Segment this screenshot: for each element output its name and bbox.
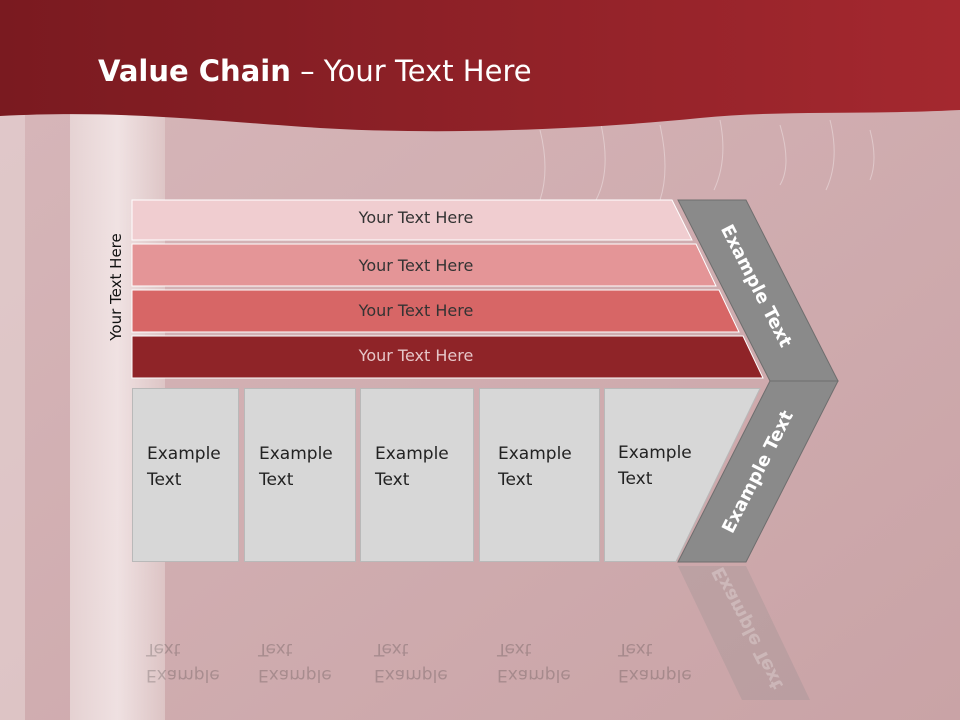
chevron-reflection — [678, 566, 810, 700]
row-label-2: Your Text Here — [358, 256, 474, 275]
example-box-label: Example Text — [147, 444, 221, 490]
example-box-reflection: Example Text — [132, 566, 239, 696]
chandelier-decoration — [539, 119, 875, 201]
example-box-1: Example Text — [132, 388, 239, 562]
example-box-label: Example Text — [259, 444, 333, 490]
reflection-text: Example Text — [258, 639, 332, 685]
row-bar-3 — [131, 289, 740, 333]
row-bar-4 — [131, 335, 764, 379]
row-bar-2 — [131, 243, 717, 287]
page-title: Value Chain – Your Text Here — [98, 54, 532, 88]
example-box-reflection: Example Text — [479, 566, 600, 696]
row-label-4: Your Text Here — [358, 346, 474, 365]
title-rest: – Your Text Here — [290, 54, 532, 88]
example-box-reflection: Example Text — [604, 566, 724, 696]
reflection-text: Example Text — [146, 639, 220, 685]
row-label-3: Your Text Here — [358, 301, 474, 320]
example-box-label: Example Text — [375, 444, 449, 490]
example-box-reflection: Example Text — [360, 566, 474, 696]
example-box-label: Example Text — [618, 443, 692, 489]
example-box-3: Example Text — [360, 388, 474, 562]
row-bar-1 — [131, 199, 693, 241]
reflection-text: Example Text — [497, 639, 571, 685]
example-box-reflection: Example Text — [244, 566, 356, 696]
example-box-5: Example Text — [604, 388, 724, 562]
example-box-4: Example Text — [479, 388, 600, 562]
reflection-text: Example Text — [618, 639, 692, 685]
row-label-1: Your Text Here — [358, 208, 474, 227]
example-box-label: Example Text — [498, 444, 572, 490]
reflection-text: Example Text — [374, 639, 448, 685]
left-edge-decoration — [0, 110, 25, 720]
example-box-2: Example Text — [244, 388, 356, 562]
chevron-lower — [677, 380, 839, 563]
header-banner — [0, 0, 960, 132]
title-bold: Value Chain — [98, 54, 291, 88]
example-box-5-shape — [604, 388, 761, 562]
